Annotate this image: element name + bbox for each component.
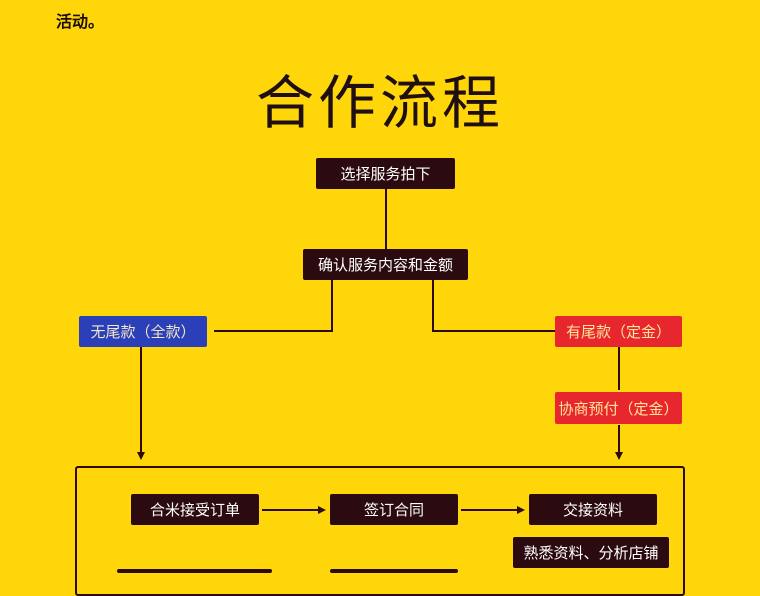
- step-no-balance: 无尾款（全款）: [79, 316, 207, 347]
- intro-text: 活动。: [56, 12, 105, 31]
- step-select-service: 选择服务拍下: [316, 158, 455, 189]
- step-confirm: 确认服务内容和金额: [303, 249, 468, 280]
- step-row2-left: [117, 569, 272, 573]
- connector-confirm-has-balance: [432, 279, 555, 332]
- page-title: 合作流程: [255, 69, 504, 137]
- process-container: [75, 466, 685, 596]
- step-row2-middle: [330, 569, 458, 573]
- connector-confirm-no-balance: [214, 279, 333, 332]
- step-analyze: 熟悉资料、分析店铺: [513, 537, 669, 568]
- step-sign-contract: 签订合同: [330, 494, 458, 525]
- connector-lines: [137, 188, 623, 514]
- step-accept-order: 合米接受订单: [131, 494, 259, 525]
- flowchart-canvas: 活动。 合作流程 选择服务拍下 确认服务内容和金额 无尾款（全款） 有尾款（定金…: [56, 12, 685, 596]
- step-has-balance: 有尾款（定金）: [555, 316, 682, 347]
- step-negotiate: 协商预付（定金）: [555, 392, 682, 424]
- step-hand-over: 交接资料: [529, 494, 657, 525]
